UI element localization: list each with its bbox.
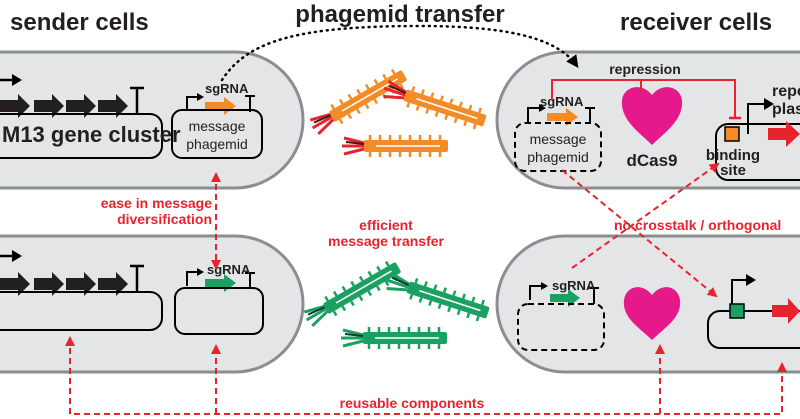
binding-site-box-orange [724, 126, 740, 142]
reporter-label-2: plasmid [772, 101, 800, 118]
sender-bottom-phagemid-box [174, 287, 264, 335]
crosstalk-label: no crosstalk / orthogonal [614, 217, 781, 233]
efficient-label-2: message transfer [328, 233, 445, 249]
phage-orange-1 [305, 63, 412, 140]
efficient-label-1: efficient [359, 217, 413, 233]
message-label-1: message [189, 118, 246, 134]
receiver-message-label-1: message [530, 131, 587, 147]
receiver-bottom-small-terminator-icon [589, 287, 599, 304]
header-sender: sender cells [10, 9, 149, 36]
reporter-gene-red-icon [768, 121, 800, 147]
receiver-bottom-reporter-promoter-icon [731, 274, 756, 310]
gene-cluster-plasmid [0, 113, 163, 159]
bottom-terminator-icon [130, 264, 144, 292]
receiver-sgrna-arrow-green-icon [550, 289, 580, 307]
m13-gene-arrows [0, 94, 128, 118]
phage-green-2 [382, 268, 493, 325]
header-receiver: receiver cells [620, 9, 772, 36]
message-label-2: phagemid [186, 136, 248, 152]
receiver-bottom-promoter-icon [529, 282, 548, 300]
reusable-label: reusable components [340, 395, 485, 411]
receiver-message-phagemid-box [514, 122, 602, 172]
repression-label: repression [609, 61, 681, 77]
receiver-sgrna-arrow-orange-icon [547, 108, 578, 126]
receiver-bottom-reporter-gene-red-icon [772, 298, 800, 324]
crosstalk-dashed-line-1 [561, 169, 718, 298]
binding-site-box-green [729, 303, 745, 319]
dcas9-label: dCas9 [626, 151, 677, 170]
binding-site-label-1: binding [706, 147, 760, 164]
sender-top-promoter-small-icon [186, 93, 204, 110]
reporter-plasmid [715, 123, 800, 181]
receiver-message-label-2: phagemid [527, 149, 589, 165]
sender-bottom-promoter-small-icon [186, 268, 204, 286]
sender-bottom-cell [0, 234, 305, 374]
terminator-icon [130, 86, 144, 114]
gene-cluster-label: M13 gene cluster [2, 122, 181, 147]
header-transfer: phagemid transfer [295, 1, 504, 28]
dcas9-heart-icon [621, 87, 683, 145]
receiver-bottom-dcas9-heart-icon [623, 287, 681, 340]
phage-green-1 [299, 255, 406, 332]
receiver-top-sgrna-label: sgRNA [540, 94, 584, 109]
reporter-label-1: reporter [772, 83, 800, 100]
reusable-components-dashed-bracket [65, 336, 787, 415]
repression-bracket [551, 79, 741, 120]
diversification-label-2: diversification [117, 211, 212, 227]
sender-top-promoter-icon [0, 74, 22, 86]
phage-green-3 [339, 325, 449, 351]
bottom-gene-cluster-plasmid [0, 291, 163, 331]
sender-bottom-sgrna-label: sgRNA [207, 262, 251, 277]
receiver-top-promoter-icon [527, 104, 546, 122]
receiver-bottom-phagemid-box [517, 303, 605, 351]
receiver-top-small-terminator-icon [585, 107, 595, 124]
sender-bottom-promoter-icon [0, 250, 22, 262]
receiver-bottom-sgrna-label: sgRNA [552, 278, 596, 293]
message-phagemid-box [171, 109, 263, 159]
phage-orange-2 [379, 76, 490, 133]
phagemid-transfer-dotted-arrow [220, 24, 579, 82]
m13-gene-arrows-bottom [0, 272, 128, 296]
binding-site-label-2: site [720, 162, 746, 179]
diversification-label-1: ease in message [101, 195, 213, 211]
phage-orange-3 [340, 133, 450, 159]
sender-top-sgrna-label: sgRNA [205, 81, 249, 96]
sender-bottom-small-terminator-icon [245, 272, 255, 289]
sender-top-cell [0, 50, 305, 190]
